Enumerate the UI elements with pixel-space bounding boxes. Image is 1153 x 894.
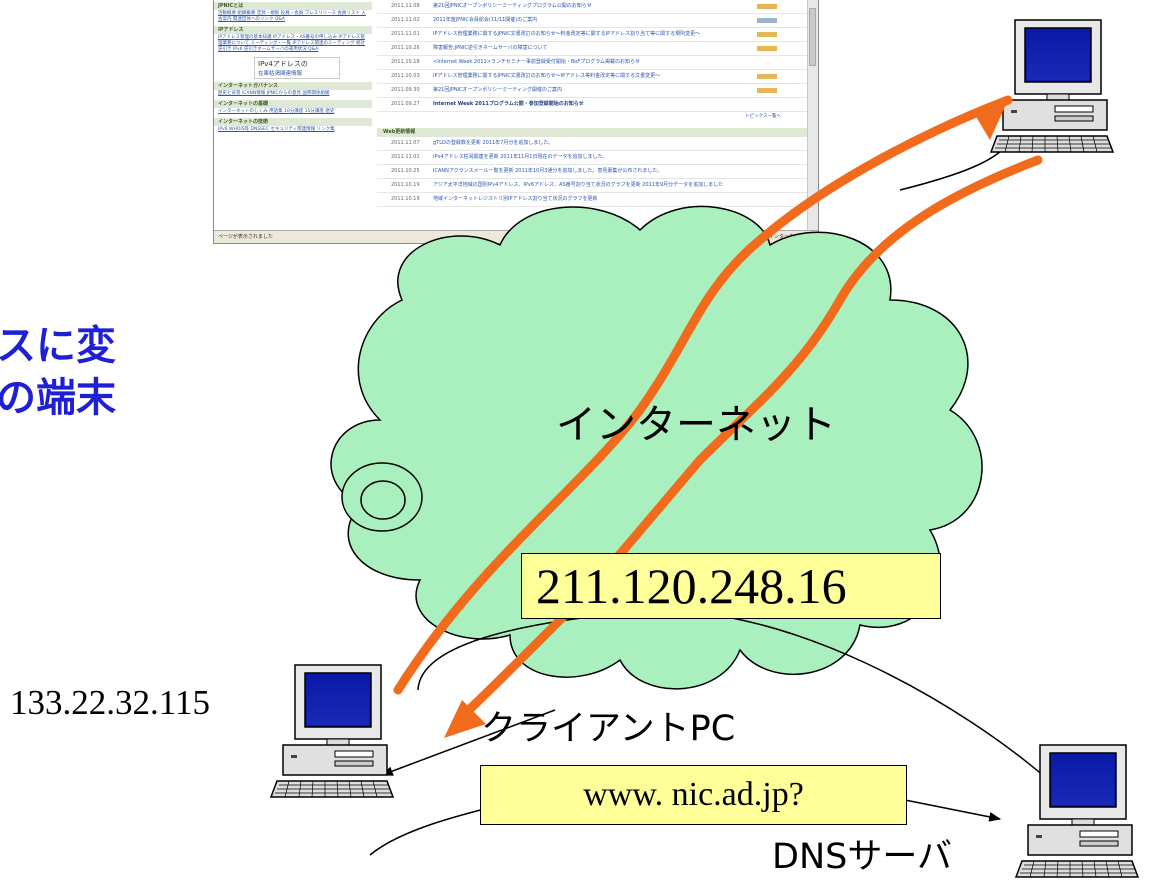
sidebar-links[interactable]: 歴史と背景 ICANN情報 JPNICからの意見 国際関係組織 (218, 91, 330, 96)
client-ip-label: 133.22.32.115 (10, 683, 210, 722)
browser-statusbar: ページが表示されました インターネット (214, 230, 818, 243)
update-row[interactable]: 2011.10.19 アジア太平洋地域の国別IPv4アドレス、IPv6アドレス、A… (377, 179, 807, 193)
status-right: インターネット (768, 234, 804, 240)
ipv4-banner-line2: 在庫枯渇関連情報 (258, 71, 303, 77)
update-row[interactable]: 2011.10.19 地域インターネットレジストリ別IPアドレス割り当て状況のグラ… (377, 193, 807, 207)
browser-sidebar: JPNICとは 活動概要 組織概要 定款・規則 役員・会員 プレスリリース 会員… (214, 0, 372, 232)
web-update-header: Web更新情報 (377, 128, 807, 137)
news-date: 2011.09.27 (391, 101, 420, 107)
sidebar-links[interactable]: インターネットのしくみ 用語集 10分講座 15分講座 歴史 (218, 109, 335, 114)
news-date: 2011.11.08 (391, 3, 420, 9)
computer-icon-top (990, 19, 1114, 153)
browser-screenshot: JPNICとは 活動概要 組織概要 定款・規則 役員・会員 プレスリリース 会員… (213, 0, 819, 244)
news-tag (757, 88, 777, 93)
update-date: 2011.11.01 (391, 154, 420, 160)
sidebar-links[interactable]: IPアドレス管理の基本知識 IPアドレス・AS番号の申し込み IPアドレス管理業… (218, 35, 366, 52)
news-tag (757, 32, 777, 37)
ipv4-banner-line1: IPv4アドレスの (258, 60, 308, 68)
server-ip-callout: 211.120.248.16 (521, 553, 941, 619)
news-date: 2011.10.26 (391, 45, 420, 51)
news-date: 2011.10.03 (391, 73, 420, 79)
update-row[interactable]: 2011.11.07 gTLDの登録数を更新 2011年7月分を追加しました。 (377, 137, 807, 151)
news-title[interactable]: 第21回JPNICオープンポリシーミーティング開催のご案内 (433, 87, 562, 93)
update-title[interactable]: IPv4アドレス枯渇関連を更新 2011年11月1日現在のデータを追加しました。 (433, 154, 608, 160)
sidebar-links[interactable]: IPv6 WHOIS等 DNSSEC セキュリティ関連情報 リンク集 (218, 127, 335, 132)
update-date: 2011.11.07 (391, 140, 420, 146)
computer-icon-client (270, 664, 394, 798)
news-title[interactable]: IPアドレス管理業務に関するJPNIC文書改訂のお知らせ～IPアドレス等料金改定… (433, 73, 661, 79)
sidebar-section-tech: インターネットの技術 (214, 118, 372, 126)
status-left: ページが表示されました (218, 234, 273, 240)
news-date: 2011.11.02 (391, 17, 420, 23)
news-tag (757, 18, 777, 23)
sidebar-section-jpnic: JPNICとは (214, 2, 372, 10)
news-title[interactable]: IPアドレス管理業務に関するJPNIC文書改訂のお知らせ～料金改定等に関するIP… (433, 31, 701, 37)
update-date: 2011.10.25 (391, 168, 420, 174)
news-row[interactable]: 2011.11.02 2011年度JPNIC会員総会(11/11開催)のご案内 (377, 14, 807, 28)
update-date: 2011.10.19 (391, 196, 420, 202)
news-title[interactable]: <Internet Week 2011>ランチセミナー事前登録受付開始・BoFプ… (433, 59, 640, 65)
news-row[interactable]: 2011.10.03 IPアドレス管理業務に関するJPNIC文書改訂のお知らせ～I… (377, 70, 807, 84)
update-title[interactable]: ICANNアクランスメール一覧を更新 2011年10月3通分を追加しました。意見… (433, 168, 663, 174)
update-title[interactable]: 地域インターネットレジストリ別IPアドレス割り当て状況のグラフを更新 (433, 196, 598, 202)
news-row[interactable]: 2011.09.30 第21回JPNICオープンポリシーミーティング開催のご案内 (377, 84, 807, 98)
dns-server-label: DNSサーバ (772, 837, 952, 877)
sidebar-section-governance: インターネットガバナンス (214, 82, 372, 90)
ipv4-banner[interactable]: IPv4アドレスの 在庫枯渇関連情報 (254, 57, 340, 79)
browser-main: 2011.11.08 第21回JPNICオープンポリシーミーティングプログラム公開… (377, 0, 807, 232)
sidebar-section-basics: インターネットの基礎 (214, 100, 372, 108)
update-row[interactable]: 2011.10.25 ICANNアクランスメール一覧を更新 2011年10月3通分… (377, 165, 807, 179)
news-tag (757, 74, 777, 79)
sidebar-links[interactable]: 活動概要 組織概要 定款・規則 役員・会員 プレスリリース 会員リスト 入会案内… (218, 11, 366, 22)
news-title[interactable]: 2011年度JPNIC会員総会(11/11開催)のご案内 (433, 17, 538, 23)
heading-line1: スに変 (0, 323, 116, 369)
news-row[interactable]: 2011.11.01 IPアドレス管理業務に関するJPNIC文書改訂のお知らせ～料… (377, 28, 807, 42)
news-tag (757, 46, 777, 51)
news-date: 2011.10.18 (391, 59, 420, 65)
news-title[interactable]: 第21回JPNICオープンポリシーミーティングプログラム公開のお知らせ (433, 3, 592, 9)
news-tag (757, 4, 777, 9)
topics-more-link[interactable]: トピックス一覧へ (745, 114, 781, 119)
client-pc-label: クライアントPC (481, 709, 736, 749)
update-title[interactable]: アジア太平洋地域の国別IPv4アドレス、IPv6アドレス、AS番号割り当て状況の… (433, 182, 724, 188)
heading-line2: の端末 (0, 375, 116, 421)
browser-scrollbar[interactable] (807, 0, 818, 232)
news-date: 2011.09.30 (391, 87, 420, 93)
news-row[interactable]: 2011.09.27 Internet Week 2011プログラム公開・参加登録… (377, 98, 807, 112)
dns-query-callout: www. nic.ad.jp? (480, 765, 907, 825)
sidebar-section-ip: IPアドレス (214, 26, 372, 34)
scrollbar-thumb[interactable] (809, 8, 816, 66)
news-title[interactable]: 障害報告:JPNIC逆引きネームサーバの障害について (433, 45, 548, 51)
internet-label: インターネット (556, 402, 836, 448)
news-title[interactable]: Internet Week 2011プログラム公開・参加登録開始のお知らせ (433, 101, 584, 107)
news-date: 2011.11.01 (391, 31, 420, 37)
computer-icon-dns (1015, 744, 1139, 878)
news-row[interactable]: 2011.11.08 第21回JPNICオープンポリシーミーティングプログラム公開… (377, 0, 807, 14)
news-row[interactable]: 2011.10.18 <Internet Week 2011>ランチセミナー事前登… (377, 56, 807, 70)
news-row[interactable]: 2011.10.26 障害報告:JPNIC逆引きネームサーバの障害について (377, 42, 807, 56)
update-date: 2011.10.19 (391, 182, 420, 188)
update-title[interactable]: gTLDの登録数を更新 2011年7月分を追加しました。 (433, 140, 554, 146)
update-row[interactable]: 2011.11.01 IPv4アドレス枯渇関連を更新 2011年11月1日現在のデ… (377, 151, 807, 165)
